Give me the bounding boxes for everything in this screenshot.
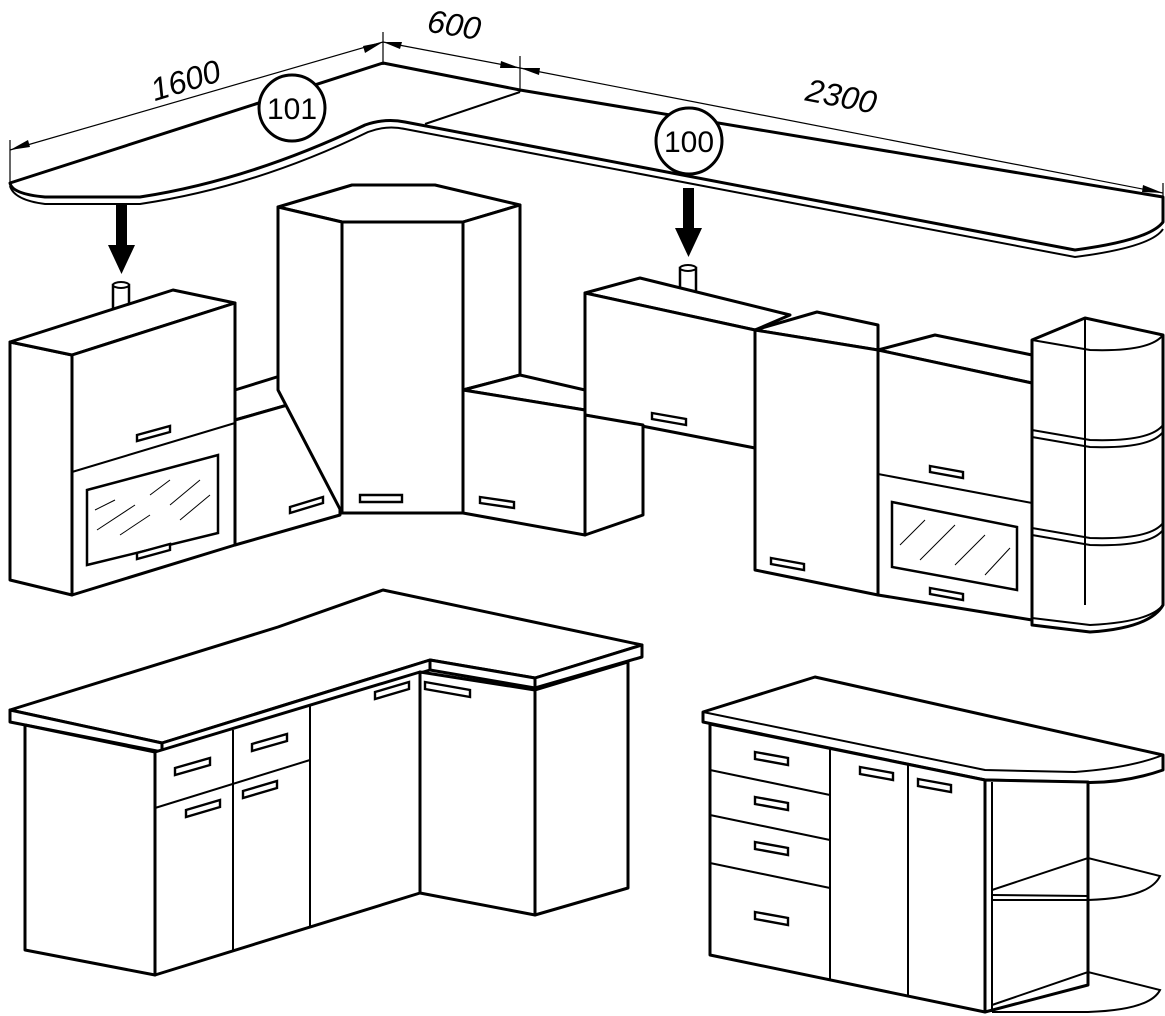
- door-handle: [769, 556, 806, 572]
- callout-100: 100: [654, 106, 724, 176]
- lower-corner-unit: [8, 588, 644, 977]
- door-handle: [358, 493, 404, 504]
- lower-right-unit: [701, 675, 1165, 1014]
- door-handle: [928, 586, 965, 602]
- upper-cabinet-center-small: [461, 373, 587, 537]
- upper-cabinet-hanging: [583, 276, 792, 537]
- door-handle: [373, 680, 411, 701]
- door-handle: [184, 798, 222, 819]
- dimension-lines: 1600 600 2300: [9, 3, 1164, 224]
- down-arrow-icon: [108, 205, 135, 274]
- door-handle: [650, 411, 688, 427]
- drawer-handle: [753, 750, 790, 767]
- callout-label-100: 100: [664, 126, 714, 159]
- door-handle: [288, 495, 325, 515]
- door-handle: [858, 765, 895, 782]
- door-handle: [928, 464, 965, 480]
- drawer-handle: [753, 910, 790, 927]
- upper-cabinet-right-glass: [876, 333, 1034, 622]
- drawer-handle: [173, 756, 212, 777]
- upper-cabinet-corner-tall: [276, 183, 522, 515]
- dimension-label-middle: 600: [425, 3, 484, 47]
- door-handle: [241, 779, 279, 800]
- drawer-handle: [250, 732, 289, 753]
- glass-panel: [85, 453, 220, 567]
- callout-label-101: 101: [267, 93, 317, 126]
- drawer-handle: [753, 840, 790, 857]
- door-handle: [135, 424, 172, 443]
- upper-cabinet-right-tall: [753, 310, 880, 597]
- upper-cabinet-left-glass: [8, 288, 237, 597]
- glass-panel: [890, 500, 1019, 592]
- door-handle: [423, 680, 472, 699]
- callout-101: 101: [257, 73, 327, 143]
- door-handle: [478, 495, 516, 510]
- door-handle: [916, 777, 953, 794]
- upper-corner-shelf-unit: [1030, 316, 1165, 634]
- drawer-handle: [753, 795, 790, 812]
- door-handle: [135, 542, 172, 561]
- dimension-label-right: 2300: [802, 72, 880, 121]
- down-arrow-icon: [675, 188, 702, 257]
